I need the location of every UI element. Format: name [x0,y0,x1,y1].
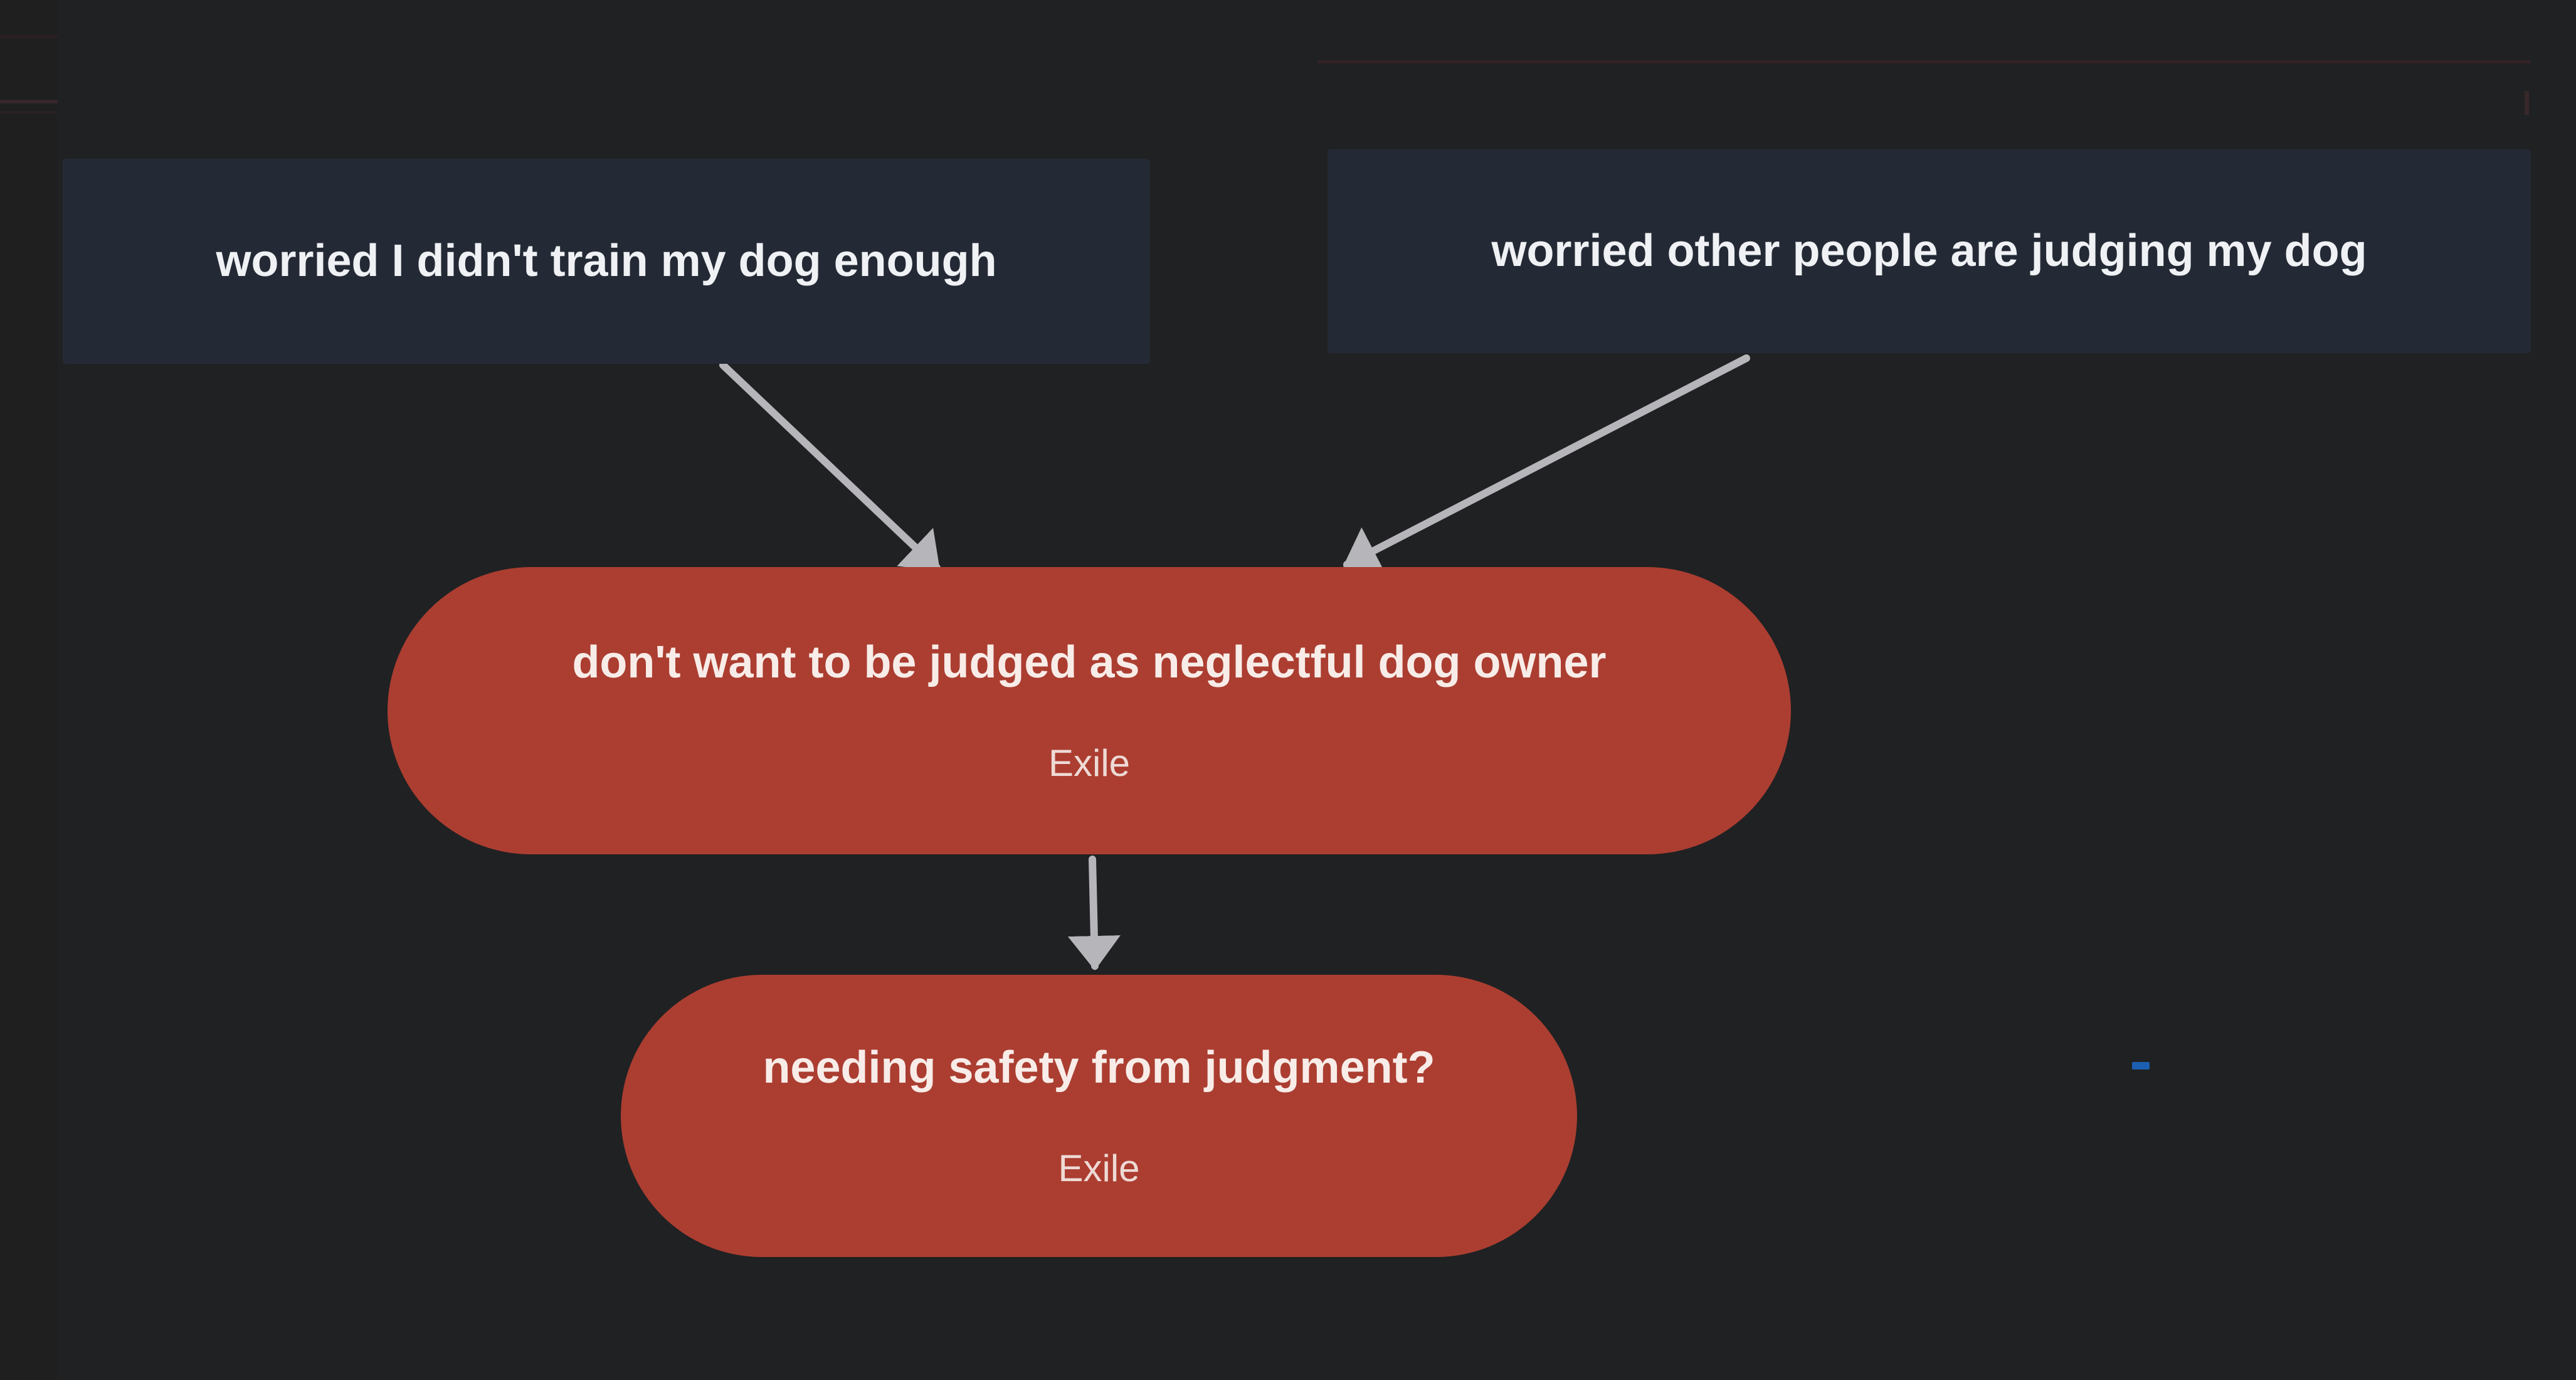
node-label: don't want to be judged as neglectful do… [572,637,1607,687]
node-label: needing safety from judgment? [763,1042,1435,1093]
node-trigger-right[interactable]: worried other people are judging my dog [1328,149,2531,353]
left-gutter-strip [0,0,58,1380]
gutter-accent-line [0,35,58,38]
node-part-tag: Exile [1048,741,1131,784]
gutter-accent-line [0,111,58,114]
node-trigger-left[interactable]: worried I didn't train my dog enough [63,159,1150,364]
edge-belief-main-to-belief-need[interactable] [1067,856,1121,970]
node-label: worried I didn't train my dog enough [216,235,997,286]
blue-artifact-dot [2132,1062,2150,1070]
node-belief-need[interactable]: needing safety from judgment? Exile [621,975,1577,1257]
edge-trigger-left-to-belief-main[interactable] [719,361,941,571]
gutter-accent-line [0,100,58,104]
node-belief-main[interactable]: don't want to be judged as neglectful do… [388,567,1791,854]
top-accent-line [1317,60,2531,63]
node-part-tag: Exile [1058,1147,1140,1189]
right-accent-tick [2525,91,2529,115]
node-label: worried other people are judging my dog [1491,225,2367,276]
edge-trigger-right-to-belief-main[interactable] [1343,354,1750,575]
